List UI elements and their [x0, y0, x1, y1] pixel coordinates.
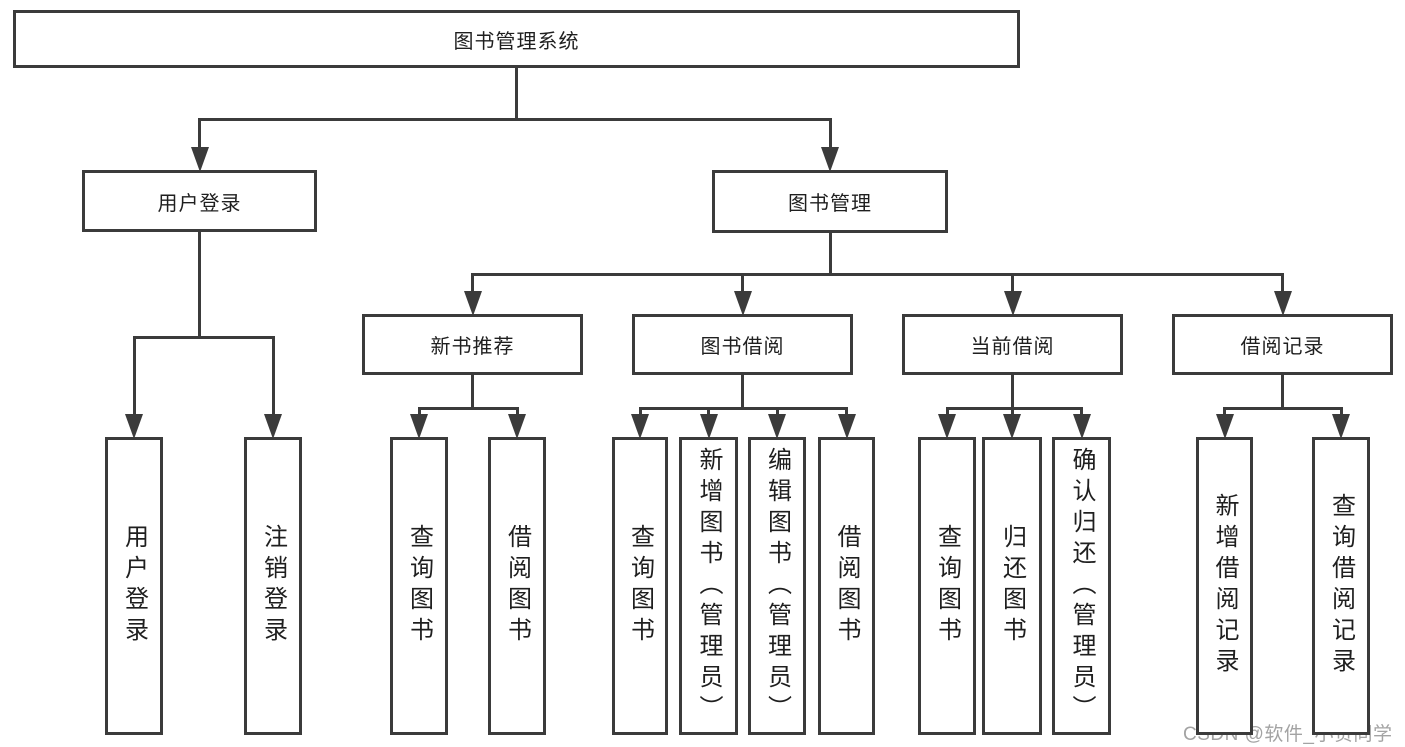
edge-drop-leaf-borrow-books-2 — [845, 407, 848, 414]
edge-stem-borrowing-records — [1281, 375, 1284, 410]
edge-arrow-down-icon-leaf-borrow-books-1 — [508, 414, 526, 439]
node-leaf-edit-books: 编辑图书（管理员） — [748, 437, 806, 735]
node-label-leaf-borrow-books-1: 借阅图书 — [503, 524, 531, 648]
edge-drop-leaf-confirm-return — [1080, 407, 1083, 414]
edge-arrow-down-icon-leaf-add-borrow-record — [1215, 414, 1234, 439]
edge-arrow-down-icon-leaf-search-borrow-record — [1332, 414, 1350, 439]
node-label-leaf-add-books: 新增图书（管理员） — [695, 446, 722, 726]
edge-arrow-down-icon-new-book-recommend — [463, 291, 482, 316]
node-user-login: 用户登录 — [82, 170, 317, 232]
node-label-leaf-edit-books: 编辑图书（管理员） — [763, 446, 791, 726]
edge-stem-book-borrowing — [741, 375, 744, 410]
edge-stem-library-system — [515, 68, 518, 121]
edge-drop-book-management — [828, 118, 832, 147]
edge-stem-user-login — [198, 232, 201, 339]
edge-arrow-down-icon-leaf-borrow-books-2 — [837, 414, 856, 439]
edge-stem-current-borrowing — [1011, 375, 1014, 410]
edge-drop-leaf-borrow-books-1 — [515, 407, 519, 414]
node-leaf-confirm-return: 确认归还（管理员） — [1052, 437, 1111, 735]
edge-arrow-down-icon-borrowing-records — [1273, 291, 1292, 316]
edge-bar-user-login — [132, 336, 275, 339]
node-label-leaf-return-books: 归还图书 — [998, 524, 1026, 648]
node-book-borrowing: 图书借阅 — [632, 314, 853, 375]
node-label-new-book-recommend: 新书推荐 — [430, 336, 515, 358]
node-library-system: 图书管理系统 — [13, 10, 1020, 68]
edge-arrow-down-icon-leaf-confirm-return — [1072, 414, 1091, 439]
node-label-leaf-search-books-1: 查询图书 — [405, 524, 433, 648]
edge-arrow-down-icon-user-login — [190, 147, 209, 172]
edge-arrow-down-icon-leaf-return-books — [1003, 414, 1021, 439]
node-leaf-search-books-1: 查询图书 — [390, 437, 448, 735]
edge-arrow-down-icon-leaf-search-books-1 — [410, 414, 428, 439]
edge-bar-borrowing-records — [1223, 407, 1343, 410]
node-label-book-borrowing: 图书借阅 — [700, 336, 785, 358]
node-label-book-management: 图书管理 — [788, 193, 872, 215]
node-leaf-logout: 注销登录 — [244, 437, 302, 735]
node-label-current-borrowing: 当前借阅 — [970, 336, 1055, 358]
node-current-borrowing: 当前借阅 — [902, 314, 1123, 375]
edge-drop-book-borrowing — [741, 273, 744, 291]
edge-stem-new-book-recommend — [471, 375, 474, 410]
edge-drop-current-borrowing — [1011, 273, 1014, 291]
edge-bar-current-borrowing — [945, 407, 1083, 410]
node-label-library-system: 图书管理系统 — [453, 30, 580, 53]
node-leaf-search-books-3: 查询图书 — [918, 437, 976, 735]
node-borrowing-records: 借阅记录 — [1172, 314, 1393, 375]
node-label-leaf-logout: 注销登录 — [259, 524, 287, 648]
node-label-user-login: 用户登录 — [157, 192, 242, 215]
node-label-leaf-search-books-2: 查询图书 — [626, 524, 654, 648]
edge-bar-new-book-recommend — [417, 407, 519, 410]
node-book-management: 图书管理 — [712, 170, 948, 233]
node-label-leaf-confirm-return: 确认归还（管理员） — [1068, 446, 1095, 726]
edge-drop-leaf-search-books-3 — [945, 407, 949, 414]
edge-arrow-down-icon-book-management — [821, 147, 839, 172]
edge-arrow-down-icon-leaf-search-books-2 — [631, 414, 649, 439]
edge-drop-leaf-return-books — [1010, 407, 1014, 414]
edge-drop-user-login — [198, 118, 201, 147]
node-leaf-borrow-books-1: 借阅图书 — [488, 437, 546, 735]
edge-arrow-down-icon-leaf-search-books-3 — [938, 414, 956, 439]
node-leaf-user-login: 用户登录 — [105, 437, 163, 735]
edge-stem-book-management — [828, 233, 832, 276]
edge-arrow-down-icon-leaf-edit-books — [768, 414, 786, 439]
node-label-borrowing-records: 借阅记录 — [1240, 336, 1325, 358]
edge-drop-borrowing-records — [1281, 273, 1284, 291]
edge-arrow-down-icon-leaf-logout — [264, 414, 282, 439]
edge-arrow-down-icon-leaf-add-books — [699, 414, 718, 439]
edge-drop-leaf-add-books — [707, 407, 710, 414]
edge-bar-book-management — [471, 273, 1284, 276]
node-label-leaf-borrow-books-2: 借阅图书 — [833, 524, 860, 648]
edge-drop-leaf-logout — [271, 336, 275, 414]
node-leaf-borrow-books-2: 借阅图书 — [818, 437, 875, 735]
node-leaf-add-borrow-record: 新增借阅记录 — [1196, 437, 1253, 735]
edge-drop-leaf-search-books-1 — [417, 407, 421, 414]
edge-drop-leaf-search-books-2 — [638, 407, 642, 414]
node-leaf-add-books: 新增图书（管理员） — [679, 437, 738, 735]
edge-bar-book-borrowing — [638, 407, 848, 410]
edge-arrow-down-icon-current-borrowing — [1003, 291, 1022, 316]
edge-drop-leaf-add-borrow-record — [1223, 407, 1226, 414]
node-label-leaf-search-books-3: 查询图书 — [933, 524, 961, 648]
node-label-leaf-user-login: 用户登录 — [120, 524, 148, 648]
node-new-book-recommend: 新书推荐 — [362, 314, 583, 375]
node-leaf-return-books: 归还图书 — [982, 437, 1042, 735]
node-leaf-search-borrow-record: 查询借阅记录 — [1312, 437, 1370, 735]
edge-bar-library-system — [198, 118, 832, 121]
edge-drop-leaf-edit-books — [775, 407, 779, 414]
edge-arrow-down-icon-leaf-user-login — [125, 414, 143, 439]
node-label-leaf-add-borrow-record: 新增借阅记录 — [1211, 493, 1238, 679]
edge-drop-leaf-user-login — [132, 336, 136, 414]
edge-arrow-down-icon-book-borrowing — [733, 291, 752, 316]
edge-drop-leaf-search-borrow-record — [1339, 407, 1343, 414]
node-label-leaf-search-borrow-record: 查询借阅记录 — [1327, 493, 1355, 679]
edge-drop-new-book-recommend — [471, 273, 474, 291]
node-leaf-search-books-2: 查询图书 — [612, 437, 668, 735]
